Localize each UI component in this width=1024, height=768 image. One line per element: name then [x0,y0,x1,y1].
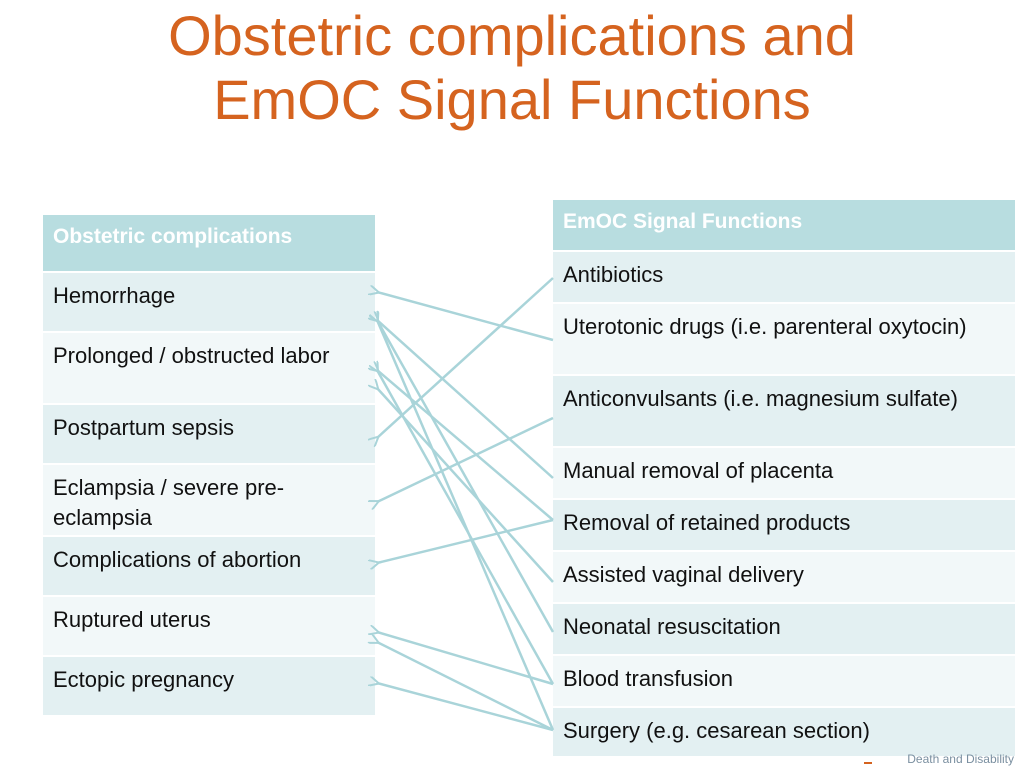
connector-arrow [377,292,554,342]
right-row-neonatal-resuscitation: Neonatal resuscitation [553,604,1015,656]
connector-arrow [377,370,554,521]
connector-arrow [377,416,554,502]
footer-mark [864,762,872,764]
connector-arrow [377,632,554,686]
emoc-signal-functions-table: EmOC Signal Functions Antibiotics Uterot… [553,200,1015,758]
connector-arrow [377,320,554,479]
obstetric-complications-table: Obstetric complications Hemorrhage Prolo… [43,215,375,717]
connector-arrow [377,370,555,685]
right-table-header: EmOC Signal Functions [553,200,1015,252]
connector-arrow [377,320,555,731]
connector-arrow [377,642,554,732]
left-row-ruptured-uterus: Ruptured uterus [43,597,375,657]
right-row-surgery: Surgery (e.g. cesarean section) [553,708,1015,758]
left-row-eclampsia: Eclampsia / severe pre-eclampsia [43,465,375,537]
left-row-prolonged-labor: Prolonged / obstructed labor [43,333,375,405]
right-row-blood-transfusion: Blood transfusion [553,656,1015,708]
connector-arrow [377,683,554,732]
left-row-ectopic-pregnancy: Ectopic pregnancy [43,657,375,717]
slide-title: Obstetric complications and EmOC Signal … [0,4,1024,132]
left-row-hemorrhage: Hemorrhage [43,273,375,333]
right-row-antibiotics: Antibiotics [553,252,1015,304]
left-table-header: Obstetric complications [43,215,375,273]
connector-arrow [377,320,555,633]
right-row-uterotonic-drugs: Uterotonic drugs (i.e. parenteral oxytoc… [553,304,1015,376]
left-row-postpartum-sepsis: Postpartum sepsis [43,405,375,465]
connector-arrow [377,277,554,438]
footer-text: Death and Disability [907,752,1014,766]
right-row-anticonvulsants: Anticonvulsants (i.e. magnesium sulfate) [553,376,1015,448]
left-row-abortion-complications: Complications of abortion [43,537,375,597]
title-line-1: Obstetric complications and [168,4,856,67]
right-row-assisted-vaginal-delivery: Assisted vaginal delivery [553,552,1015,604]
right-row-removal-retained-products: Removal of retained products [553,500,1015,552]
right-row-manual-removal-placenta: Manual removal of placenta [553,448,1015,500]
connector-arrow [377,518,554,563]
title-line-2: EmOC Signal Functions [213,68,811,131]
connector-arrow [377,388,554,583]
